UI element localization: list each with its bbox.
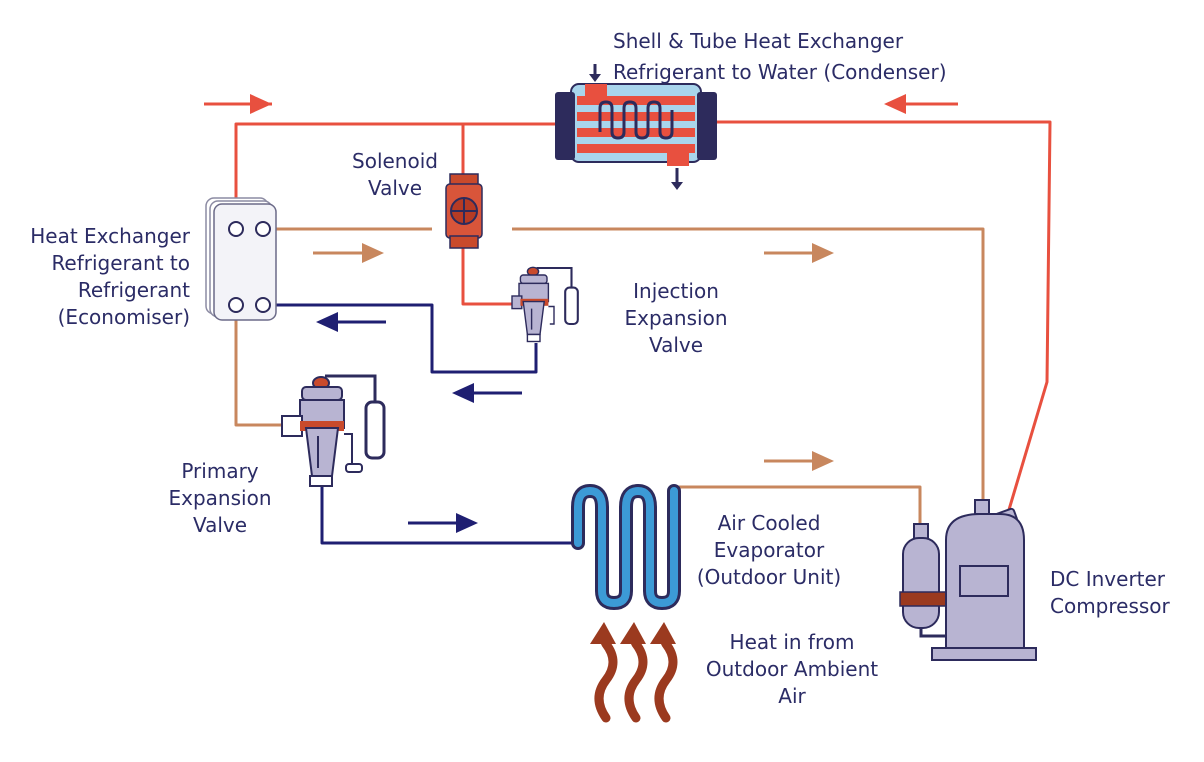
warm-pipe-injection-to-compressor [512, 227, 985, 500]
flow-arrow-warm [764, 243, 834, 263]
injection-valve-label-line: Expansion [624, 306, 728, 330]
expansion-valve-icon [511, 266, 579, 343]
compressor-label-line: Compressor [1050, 594, 1170, 618]
condenser-label: Shell & Tube Heat Exchanger Refrigerant … [613, 26, 947, 88]
expansion-valve-icon [281, 374, 386, 487]
plate-heat-exchanger-icon [205, 197, 277, 321]
heat-source-label: Heat in from Outdoor Ambient Air [692, 629, 892, 710]
compressor-label: DC Inverter Compressor [1050, 566, 1170, 620]
coil-evaporator-icon [571, 483, 681, 611]
warm-pipe-economiser-to-primary [234, 320, 282, 427]
flow-arrow-cold [408, 513, 478, 533]
compressor-label-line: DC Inverter [1050, 567, 1166, 591]
primary-valve-label-line: Valve [192, 513, 248, 537]
solenoid-valve-label-line: Valve [367, 176, 423, 200]
condenser-label-line: Shell & Tube Heat Exchanger [613, 29, 904, 53]
heat-wave-icon [590, 622, 678, 723]
solenoid-valve-label: Solenoid Valve [340, 148, 450, 202]
flow-arrows [204, 94, 958, 533]
evaporator-label-line: Air Cooled [717, 511, 821, 535]
solenoid-valve-icon [445, 173, 483, 249]
warm-pipe-suction [676, 485, 922, 526]
shell-tube-heat-exchanger-icon [555, 64, 717, 190]
flow-arrow-warm [764, 451, 834, 471]
pipework [234, 120, 1052, 545]
economiser-label-line: Refrigerant to [51, 251, 190, 275]
evaporator-label-line: Evaporator [713, 538, 825, 562]
solenoid-valve-label-line: Solenoid [352, 149, 438, 173]
compressor-icon [899, 499, 1037, 661]
condenser-label-line: Refrigerant to Water (Condenser) [613, 60, 947, 84]
economiser-label: Heat Exchanger Refrigerant to Refrigeran… [0, 223, 190, 331]
flow-arrow-warm [313, 243, 384, 263]
heat-source-label-line: Heat in from [729, 630, 855, 654]
evaporator-label-line: (Outdoor Unit) [696, 565, 842, 589]
flow-arrow-cold [316, 312, 386, 332]
flow-arrow-hot [884, 94, 958, 114]
economiser-label-line: (Economiser) [57, 305, 190, 329]
hot-pipe-liquid [234, 122, 556, 210]
primary-valve-label-line: Primary [181, 459, 259, 483]
primary-valve-label: Primary Expansion Valve [150, 458, 290, 539]
heat-source-label-line: Outdoor Ambient [705, 657, 879, 681]
cold-pipe-primary-to-evaporator [320, 485, 575, 545]
primary-valve-label-line: Expansion [168, 486, 272, 510]
injection-valve-label: Injection Expansion Valve [606, 278, 746, 359]
injection-valve-label-line: Valve [648, 333, 704, 357]
cold-pipe-injection-to-economiser [275, 303, 538, 374]
flow-arrow-cold [452, 383, 522, 403]
evaporator-label: Air Cooled Evaporator (Outdoor Unit) [688, 510, 850, 591]
flow-arrow-hot [204, 94, 272, 114]
hot-pipe-to-injection [461, 248, 515, 306]
economiser-label-line: Refrigerant [77, 278, 190, 302]
hot-pipe-discharge [716, 120, 1052, 514]
injection-valve-label-line: Injection [633, 279, 719, 303]
economiser-label-line: Heat Exchanger [30, 224, 190, 248]
heat-source-label-line: Air [778, 684, 806, 708]
